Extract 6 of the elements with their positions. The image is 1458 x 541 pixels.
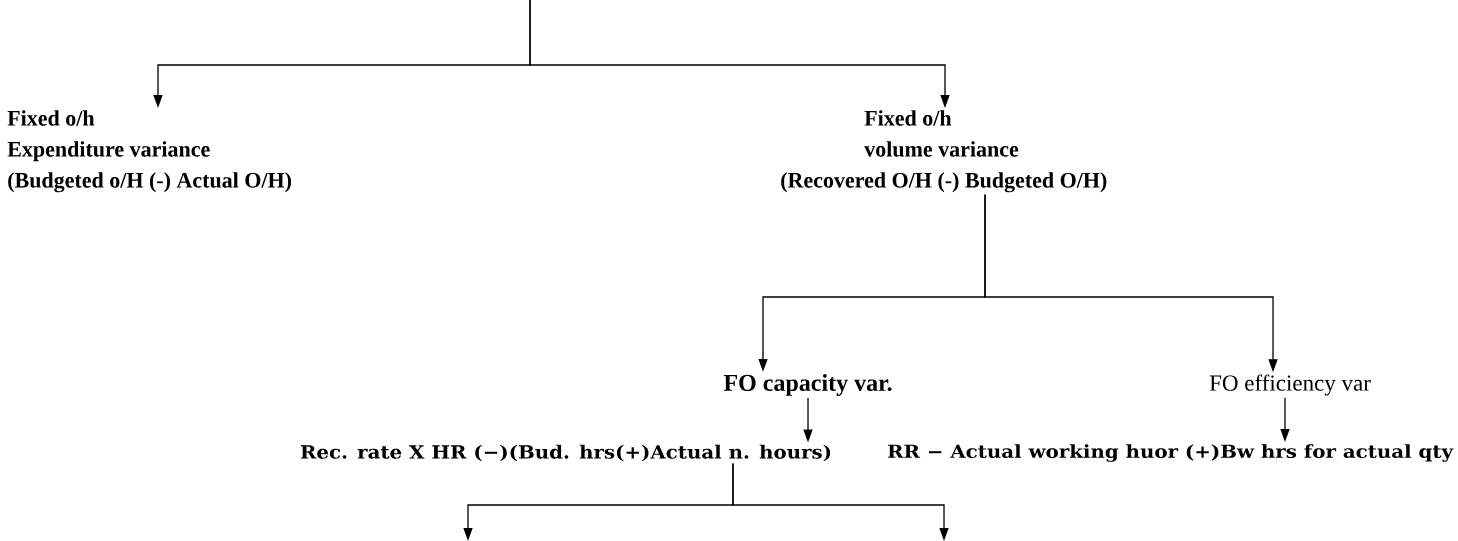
formula-text: Rec. rate X HR (−)(Bud. hrs(+)Actual n. hours) xyxy=(300,444,831,462)
formula-text: RR − Actual working huor (+)Bw hrs for actual qty xyxy=(887,444,1454,462)
variance-text: FO capacity var. xyxy=(723,374,892,396)
variance-text: FO efficiency var xyxy=(1209,374,1371,396)
variance-text: Fixed o/h Expenditure variance (Budgeted o/H (-) Actual O/H) xyxy=(7,110,291,193)
variance-text: Fixed o/h volume variance (Recovered O/H (-) Budgeted O/H) xyxy=(781,110,1107,193)
